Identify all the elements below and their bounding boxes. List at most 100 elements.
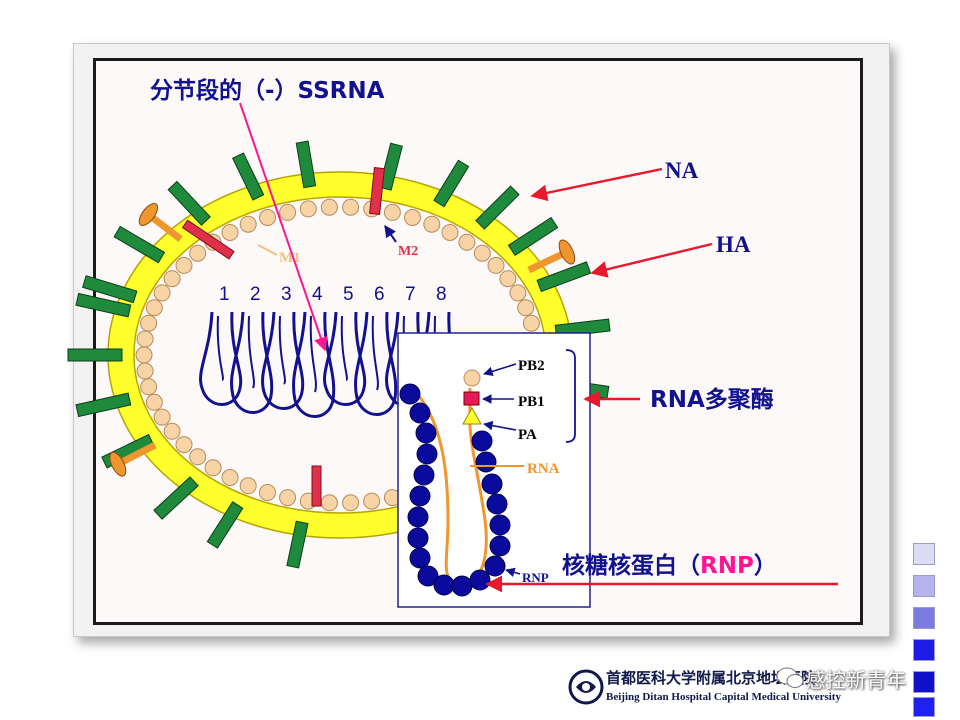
lipid-bead — [175, 436, 193, 454]
ha-spike — [295, 140, 317, 189]
lipid-bead — [279, 489, 297, 507]
lipid-bead — [163, 270, 181, 288]
slide-nav-square-3[interactable] — [913, 607, 935, 629]
lipid-bead — [320, 494, 338, 512]
np-bead — [471, 430, 493, 452]
lipid-bead — [499, 270, 517, 288]
m2-pointer — [384, 225, 397, 243]
hospital-name-cn: 首都医科大学附属北京地坛医院 — [606, 669, 817, 687]
lipid-bead — [517, 299, 535, 317]
pb2-label: PB2 — [518, 358, 545, 374]
na-label: NA — [665, 158, 699, 183]
lipid-bead — [140, 378, 158, 396]
na-spike — [527, 239, 576, 274]
wechat-icon — [776, 667, 804, 688]
na-spike — [109, 441, 157, 477]
np-bead — [399, 383, 421, 405]
lipid-bead — [342, 198, 360, 216]
rna-segment-strand — [247, 315, 255, 389]
np-bead — [484, 555, 506, 577]
lipid-bead — [140, 314, 158, 332]
segment-number: 2 — [250, 284, 261, 305]
ha-spike — [231, 152, 265, 201]
lipid-bead — [259, 484, 276, 501]
lipid-bead — [221, 469, 239, 486]
ha-spike — [475, 185, 520, 230]
ha-spike — [75, 292, 132, 318]
rnp-small-pointer — [505, 567, 521, 577]
np-bead — [433, 574, 455, 596]
hospital-name-en: Beijing Ditan Hospital Capital Medical U… — [606, 691, 841, 703]
lipid-bilayer — [135, 198, 540, 512]
lipid-bead — [522, 314, 540, 332]
ha-spike — [82, 275, 138, 304]
hospital-logo — [568, 669, 604, 705]
np-bead — [413, 464, 435, 486]
np-bead — [415, 422, 437, 444]
rna-segment-strand — [309, 315, 317, 393]
lipid-bead — [175, 256, 193, 274]
segment-number: 4 — [312, 284, 323, 305]
slide-nav-square-2[interactable] — [913, 575, 935, 597]
segmented-rna-arrow — [239, 102, 328, 352]
rna-segment-loop — [323, 311, 367, 406]
lipid-bead — [487, 256, 505, 274]
lipid-bead — [279, 203, 297, 221]
ha-spike — [206, 501, 244, 549]
m2-channel-bottom — [311, 465, 322, 507]
rna-segment-strand — [371, 315, 379, 391]
lipid-bead — [153, 408, 171, 426]
lipid-bead — [363, 492, 381, 510]
ha-spike — [167, 180, 211, 226]
lipid-bead — [259, 209, 276, 226]
pb1-label: PB1 — [518, 394, 545, 410]
np-bead — [489, 514, 511, 536]
pa-label: PA — [518, 427, 537, 443]
pa-pointer — [483, 420, 517, 431]
np-bead — [409, 485, 431, 507]
lipid-bead — [239, 215, 257, 233]
pb2-subunit — [463, 369, 481, 387]
lipid-bead — [189, 448, 207, 466]
np-bead — [407, 527, 429, 549]
rna-polymerase-label: RNA多聚酶 — [650, 386, 774, 413]
np-bead — [417, 565, 439, 587]
rna-inset-label: RNA — [527, 461, 560, 477]
segment-number: 7 — [405, 284, 416, 305]
slide-nav-square-4[interactable] — [913, 639, 935, 661]
ha-spike — [378, 142, 403, 191]
lipid-bead — [221, 224, 239, 241]
lipid-bead — [458, 233, 476, 251]
nucleoprotein-beads — [399, 383, 511, 597]
m2-label: M2 — [398, 244, 418, 259]
slide-nav-square-6[interactable] — [913, 697, 935, 717]
np-bead — [407, 506, 429, 528]
rnp-small-label: RNP — [522, 570, 549, 585]
np-bead — [486, 493, 508, 515]
segment-number: 6 — [374, 284, 385, 305]
watermark-text: 感控新青年 — [806, 668, 906, 692]
lipid-bead — [320, 198, 338, 216]
na-arrow — [530, 167, 663, 202]
lipid-bead — [509, 284, 527, 302]
np-bead — [416, 443, 438, 465]
np-bead — [481, 473, 503, 495]
segment-number: 8 — [436, 284, 447, 305]
ha-spike — [67, 348, 123, 362]
slide-nav-square-1[interactable] — [913, 543, 935, 565]
rna-segment-loop — [199, 311, 243, 406]
np-bead — [409, 547, 431, 569]
ha-spike — [286, 520, 309, 569]
np-bead — [451, 575, 473, 597]
lipid-bead — [239, 477, 257, 495]
ha-arrow — [590, 242, 713, 278]
lipid-bead — [342, 494, 360, 512]
lipid-bead — [145, 299, 163, 317]
lipid-bead — [145, 393, 163, 411]
lipid-bead — [163, 422, 181, 440]
pa-subunit — [462, 406, 482, 425]
slide-nav-square-5[interactable] — [913, 671, 935, 693]
lipid-bead — [136, 362, 154, 380]
